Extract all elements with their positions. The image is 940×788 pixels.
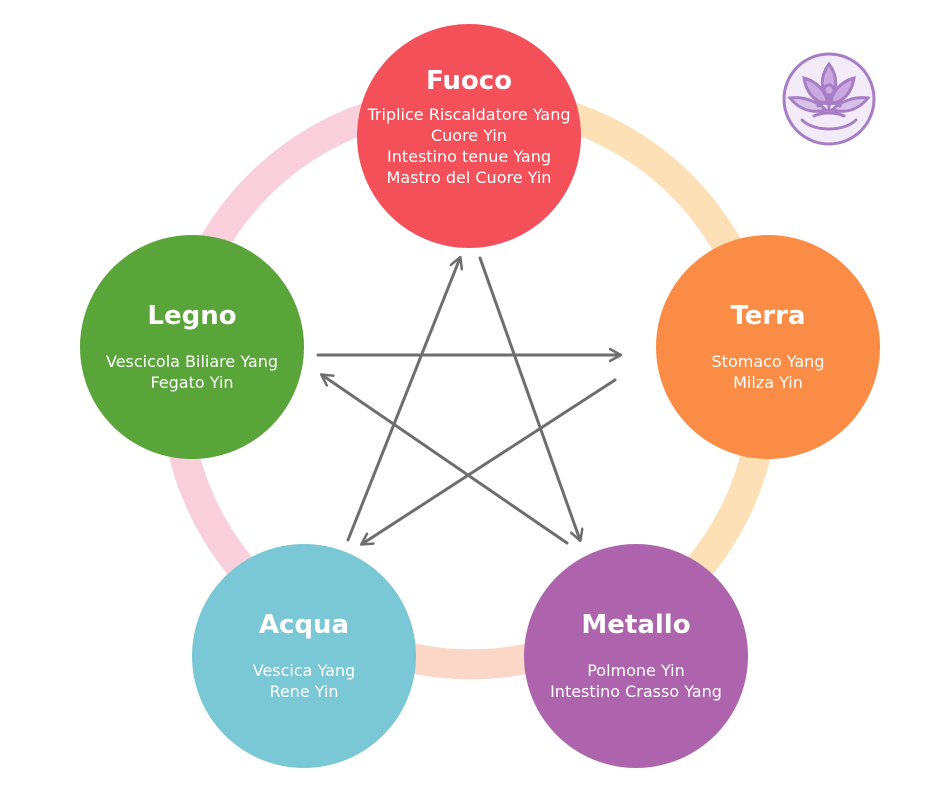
organ-label: Polmone Yin <box>587 661 685 680</box>
control-cycle-arrows <box>316 256 620 545</box>
element-fuoco: Fuoco Triplice Riscaldatore Yang Cuore Y… <box>357 24 581 248</box>
organ-label: Vescicola Biliare Yang <box>106 352 278 371</box>
organ-label: Stomaco Yang <box>711 352 825 371</box>
element-title: Terra <box>730 301 806 331</box>
element-title: Metallo <box>581 610 691 640</box>
element-organs: Vescica Yang Rene Yin <box>253 660 355 702</box>
element-organs: Vescicola Biliare Yang Fegato Yin <box>106 351 278 393</box>
lotus-meditation-icon <box>782 52 876 146</box>
element-title: Acqua <box>258 610 350 640</box>
arrow-acqua-to-fuoco <box>346 258 460 542</box>
organ-label: Mastro del Cuore Yin <box>386 168 552 187</box>
element-terra: Terra Stomaco Yang Milza Yin <box>656 235 880 459</box>
element-metallo: Metallo Polmone Yin Intestino Crasso Yan… <box>524 544 748 768</box>
organ-label: Intestino Crasso Yang <box>550 682 722 701</box>
organ-label: Intestino tenue Yang <box>386 147 552 166</box>
arrow-metallo-to-legno <box>322 375 569 545</box>
organ-label: Cuore Yin <box>430 126 508 145</box>
element-title: Fuoco <box>425 66 513 96</box>
arrow-fuoco-to-metallo <box>478 256 580 540</box>
element-organs: Triplice Riscaldatore Yang Cuore Yin Int… <box>367 104 570 188</box>
arrow-terra-to-acqua <box>362 378 617 544</box>
organ-label: Milza Yin <box>733 373 803 392</box>
element-legno: Legno Vescicola Biliare Yang Fegato Yin <box>80 235 304 459</box>
element-acqua: Acqua Vescica Yang Rene Yin <box>192 544 416 768</box>
organ-label: Rene Yin <box>269 682 339 701</box>
element-organs: Stomaco Yang Milza Yin <box>712 351 825 393</box>
organ-label: Fegato Yin <box>150 373 234 392</box>
organ-label: Triplice Riscaldatore Yang <box>367 105 571 124</box>
element-title: Legno <box>147 301 237 331</box>
organ-label: Vescica Yang <box>252 661 356 680</box>
element-organs: Polmone Yin Intestino Crasso Yang <box>550 660 722 702</box>
